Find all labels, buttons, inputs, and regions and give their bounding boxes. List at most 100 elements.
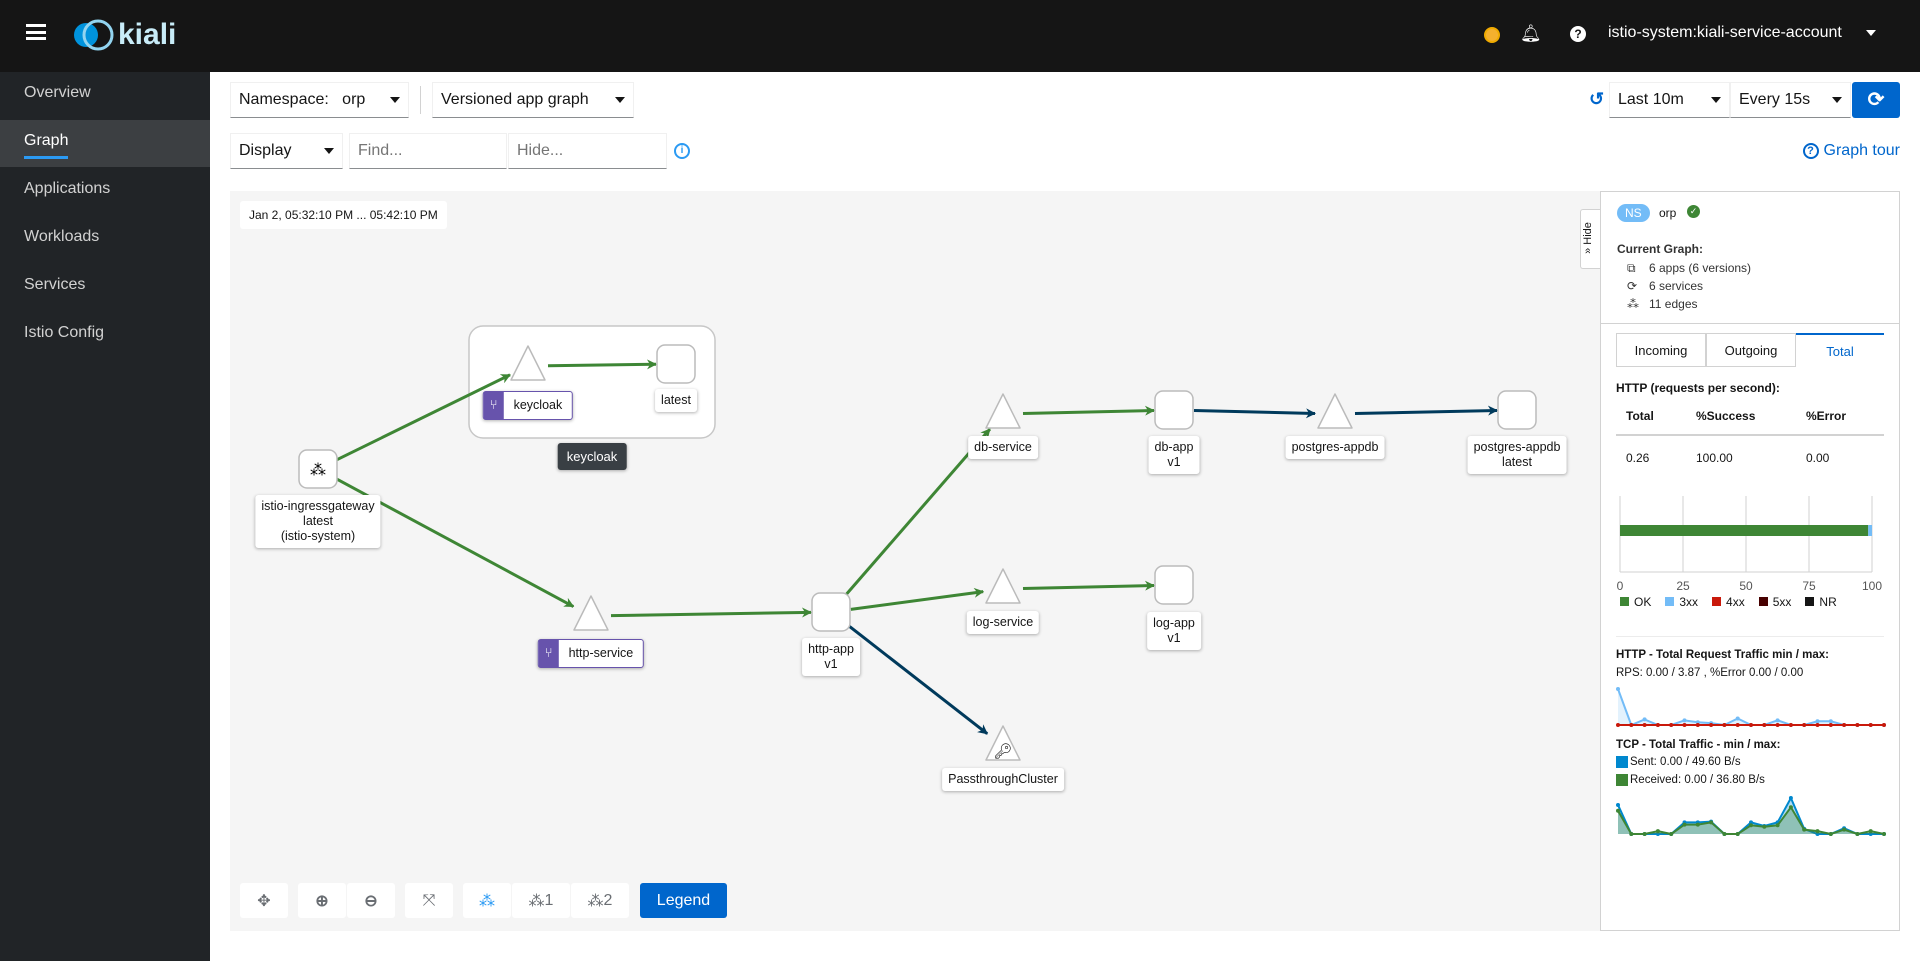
graph-edge[interactable] xyxy=(850,587,985,611)
point-Received xyxy=(1722,832,1727,836)
point-Sent xyxy=(1616,802,1620,807)
point-%Error xyxy=(1802,723,1807,727)
topology-icon: ⁂ xyxy=(479,892,495,910)
graph-canvas[interactable]: Jan 2, 05:32:10 PM ... 05:42:10 PM xyxy=(230,191,1600,931)
topology-icon: ⁂ xyxy=(587,892,604,910)
layout-1-button[interactable]: ⁂1 xyxy=(512,883,570,918)
help-icon[interactable]: ? xyxy=(1570,26,1586,42)
graph-node-dba[interactable] xyxy=(1154,390,1194,430)
point-Sent xyxy=(1655,832,1660,836)
graph-edge[interactable] xyxy=(1022,580,1156,591)
graph-node-pc[interactable]: 🔑︎ xyxy=(985,725,1021,761)
point-%Error xyxy=(1788,723,1793,727)
zoom-in-button[interactable]: ⊕ xyxy=(298,883,346,918)
namespace-dropdown[interactable]: Namespace: orp xyxy=(230,82,409,118)
graph-edge[interactable] xyxy=(547,359,658,370)
cell-error: 0.00 xyxy=(1806,451,1830,465)
hamburger-icon[interactable] xyxy=(26,24,46,40)
graph-edge[interactable] xyxy=(1022,405,1156,416)
graph-node-kcl[interactable] xyxy=(656,344,696,384)
tab-outgoing[interactable]: Outgoing xyxy=(1706,333,1796,367)
graph-node-ls[interactable] xyxy=(985,568,1021,604)
chevron-down-icon xyxy=(390,97,400,103)
display-label: Display xyxy=(239,142,292,159)
graph-edge[interactable] xyxy=(610,607,813,618)
hide-label: Hide xyxy=(1581,222,1594,245)
tab-total[interactable]: Total xyxy=(1796,333,1884,367)
tcp-traffic-sparkline xyxy=(1616,795,1886,836)
graph-edge[interactable] xyxy=(842,428,992,598)
refresh-interval-value: Every 15s xyxy=(1739,91,1811,108)
graph-edge[interactable] xyxy=(1193,408,1317,419)
point-%Error xyxy=(1855,723,1860,727)
sidebar-item-applications[interactable]: Applications xyxy=(24,180,111,197)
sidebar-item-graph[interactable]: Graph xyxy=(0,120,210,167)
graph-node-pgs[interactable] xyxy=(1317,393,1353,429)
refresh-button[interactable]: ⟳ xyxy=(1852,82,1900,118)
key-icon: 🔑︎ xyxy=(993,743,1012,760)
find-input[interactable] xyxy=(349,133,507,169)
layout-default-button[interactable]: ⁂ xyxy=(463,883,511,918)
display-dropdown[interactable]: Display xyxy=(230,133,343,169)
graph-node-kcs[interactable] xyxy=(510,345,546,381)
graph-node-dbs[interactable] xyxy=(985,393,1021,429)
bell-icon[interactable]: 🔔︎ xyxy=(1520,24,1542,43)
point-%Error xyxy=(1616,723,1620,727)
namespace-name: orp xyxy=(1659,206,1677,220)
point-%Error xyxy=(1882,723,1886,727)
point-%Error xyxy=(1669,723,1674,727)
tab-incoming[interactable]: Incoming xyxy=(1616,333,1706,367)
hide-input[interactable] xyxy=(508,133,667,169)
pan-button[interactable]: ✥ xyxy=(240,883,288,918)
point-%Error xyxy=(1655,723,1660,727)
graph-node-hs[interactable] xyxy=(573,595,609,631)
zoom-out-button[interactable]: ⊖ xyxy=(347,883,395,918)
fit-button[interactable]: ⤧ xyxy=(405,883,453,918)
sidebar-item-overview[interactable]: Overview xyxy=(24,84,91,101)
tcp-sent-label: Sent: 0.00 / 49.60 B/s xyxy=(1630,756,1741,768)
user-menu[interactable]: istio-system:kiali-service-account xyxy=(1608,24,1876,42)
status-warning-icon[interactable] xyxy=(1484,27,1500,43)
node-label: db-service xyxy=(968,436,1038,459)
layout-2-button[interactable]: ⁂2 xyxy=(571,883,629,918)
graph-node-ha[interactable] xyxy=(811,592,851,632)
point-%Error xyxy=(1629,723,1634,727)
sidebar-item-services[interactable]: Services xyxy=(24,276,86,293)
refresh-interval-dropdown[interactable]: Every 15s xyxy=(1730,82,1851,118)
point-%Error xyxy=(1722,723,1727,727)
divider xyxy=(1616,636,1884,637)
divider xyxy=(1616,434,1884,436)
hide-panel-button[interactable]: » Hide xyxy=(1580,209,1601,269)
legend-button[interactable]: Legend xyxy=(640,883,727,918)
x-tick-label: 0 xyxy=(1617,579,1624,593)
point-Sent xyxy=(1749,820,1753,825)
point-%Error xyxy=(1815,723,1820,727)
masthead: kiali 🔔︎ ? istio-system:kiali-service-ac… xyxy=(0,0,1920,72)
graph-node-pga[interactable] xyxy=(1497,390,1537,430)
graph-edge[interactable] xyxy=(1354,405,1499,416)
user-name: istio-system:kiali-service-account xyxy=(1608,24,1842,41)
sidebar-item-workloads[interactable]: Workloads xyxy=(24,228,100,245)
kiali-logo[interactable]: kiali xyxy=(72,18,176,52)
graph-edge[interactable] xyxy=(335,373,511,462)
divider xyxy=(1601,323,1899,324)
node-label: PassthroughCluster xyxy=(942,768,1064,791)
graph-node-gw[interactable]: ⁂ xyxy=(298,449,338,489)
point-Sent xyxy=(1868,832,1873,836)
duration-dropdown[interactable]: Last 10m xyxy=(1609,82,1730,118)
graph-type-dropdown[interactable]: Versioned app graph xyxy=(432,82,634,118)
tcp-received-legend: Received: 0.00 / 36.80 B/s xyxy=(1616,774,1765,786)
bar-3xx xyxy=(1868,525,1872,536)
sidebar-item-istio-config[interactable]: Istio Config xyxy=(24,324,105,341)
graph-edge[interactable] xyxy=(845,623,989,735)
node-label: latest xyxy=(655,389,697,412)
info-icon[interactable]: i xyxy=(674,143,690,159)
divider xyxy=(420,86,421,114)
graph-tour-link[interactable]: ?Graph tour xyxy=(1802,142,1900,160)
graph-node-la[interactable] xyxy=(1154,565,1194,605)
chevron-down-icon xyxy=(324,148,334,154)
